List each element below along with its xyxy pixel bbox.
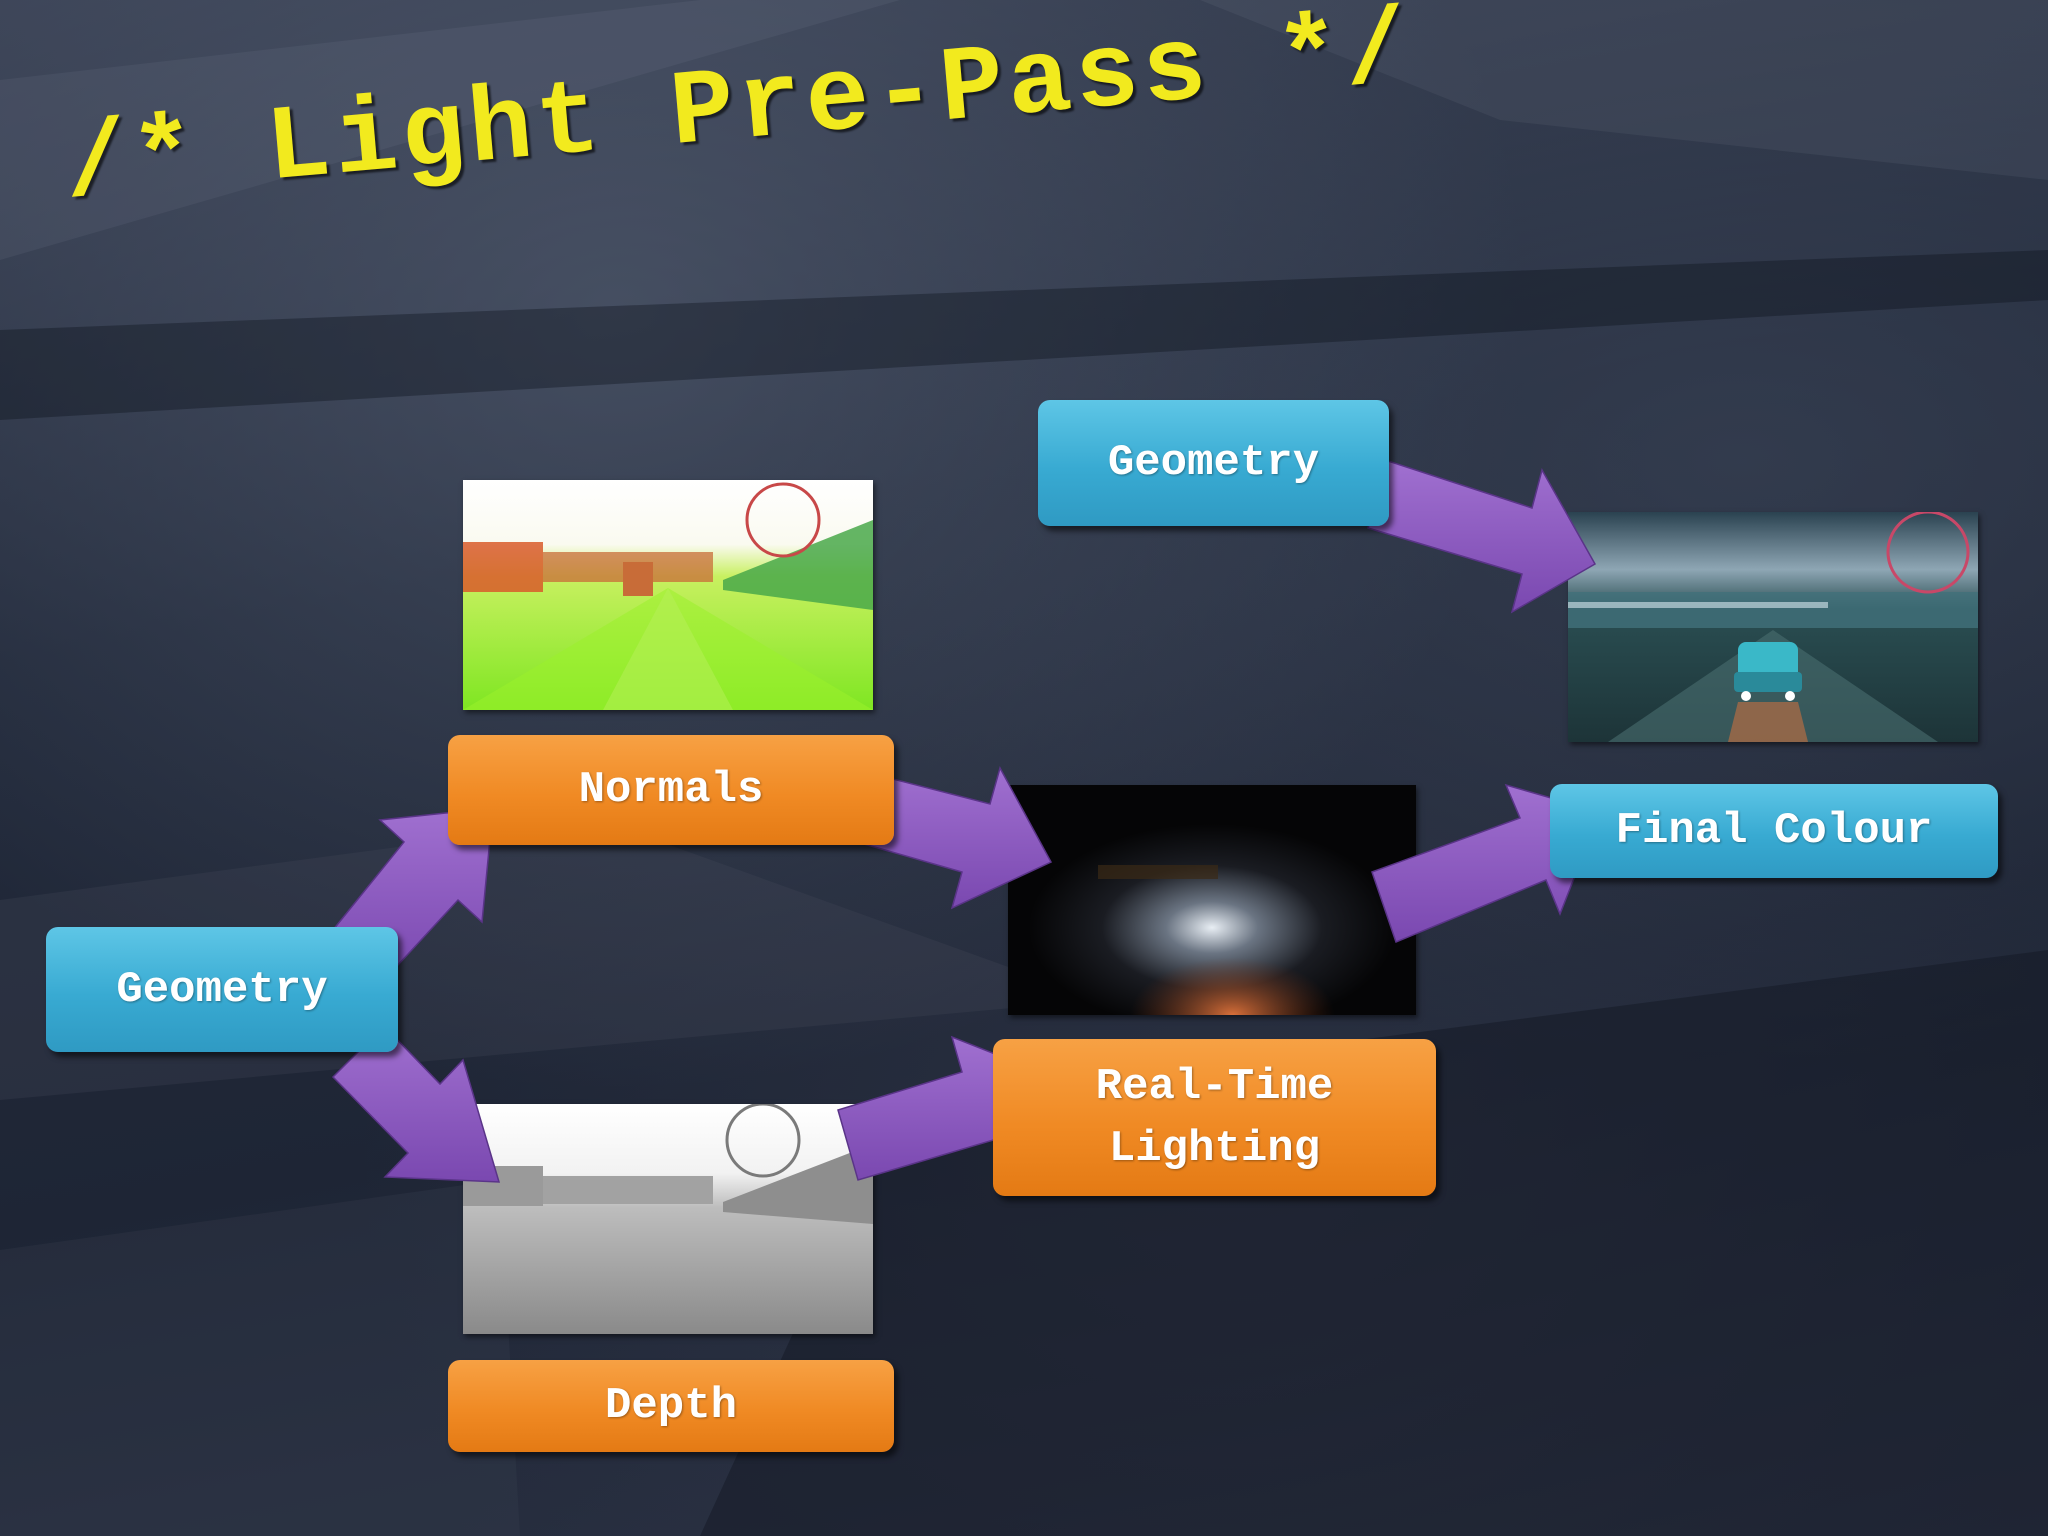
- depth-buffer-picture: [463, 1104, 873, 1334]
- depth-buffer-image: [463, 1104, 873, 1334]
- final-render-image: [1568, 512, 1978, 742]
- light-buffer-image: [1008, 785, 1416, 1015]
- depth-box: Depth: [448, 1360, 894, 1452]
- normal-buffer-image: [463, 480, 873, 710]
- light-buffer-picture: [1008, 785, 1416, 1015]
- final-colour-box: Final Colour: [1550, 784, 1998, 878]
- normal-buffer-picture: [463, 480, 873, 710]
- final-render-picture: [1568, 512, 1978, 742]
- real-time-lighting-box: Real-Time Lighting: [993, 1039, 1436, 1196]
- arrow-geometry-to-final: [1367, 460, 1597, 614]
- normals-box: Normals: [448, 735, 894, 845]
- geometry-box-top: Geometry: [1038, 400, 1389, 526]
- geometry-box-left: Geometry: [46, 927, 398, 1052]
